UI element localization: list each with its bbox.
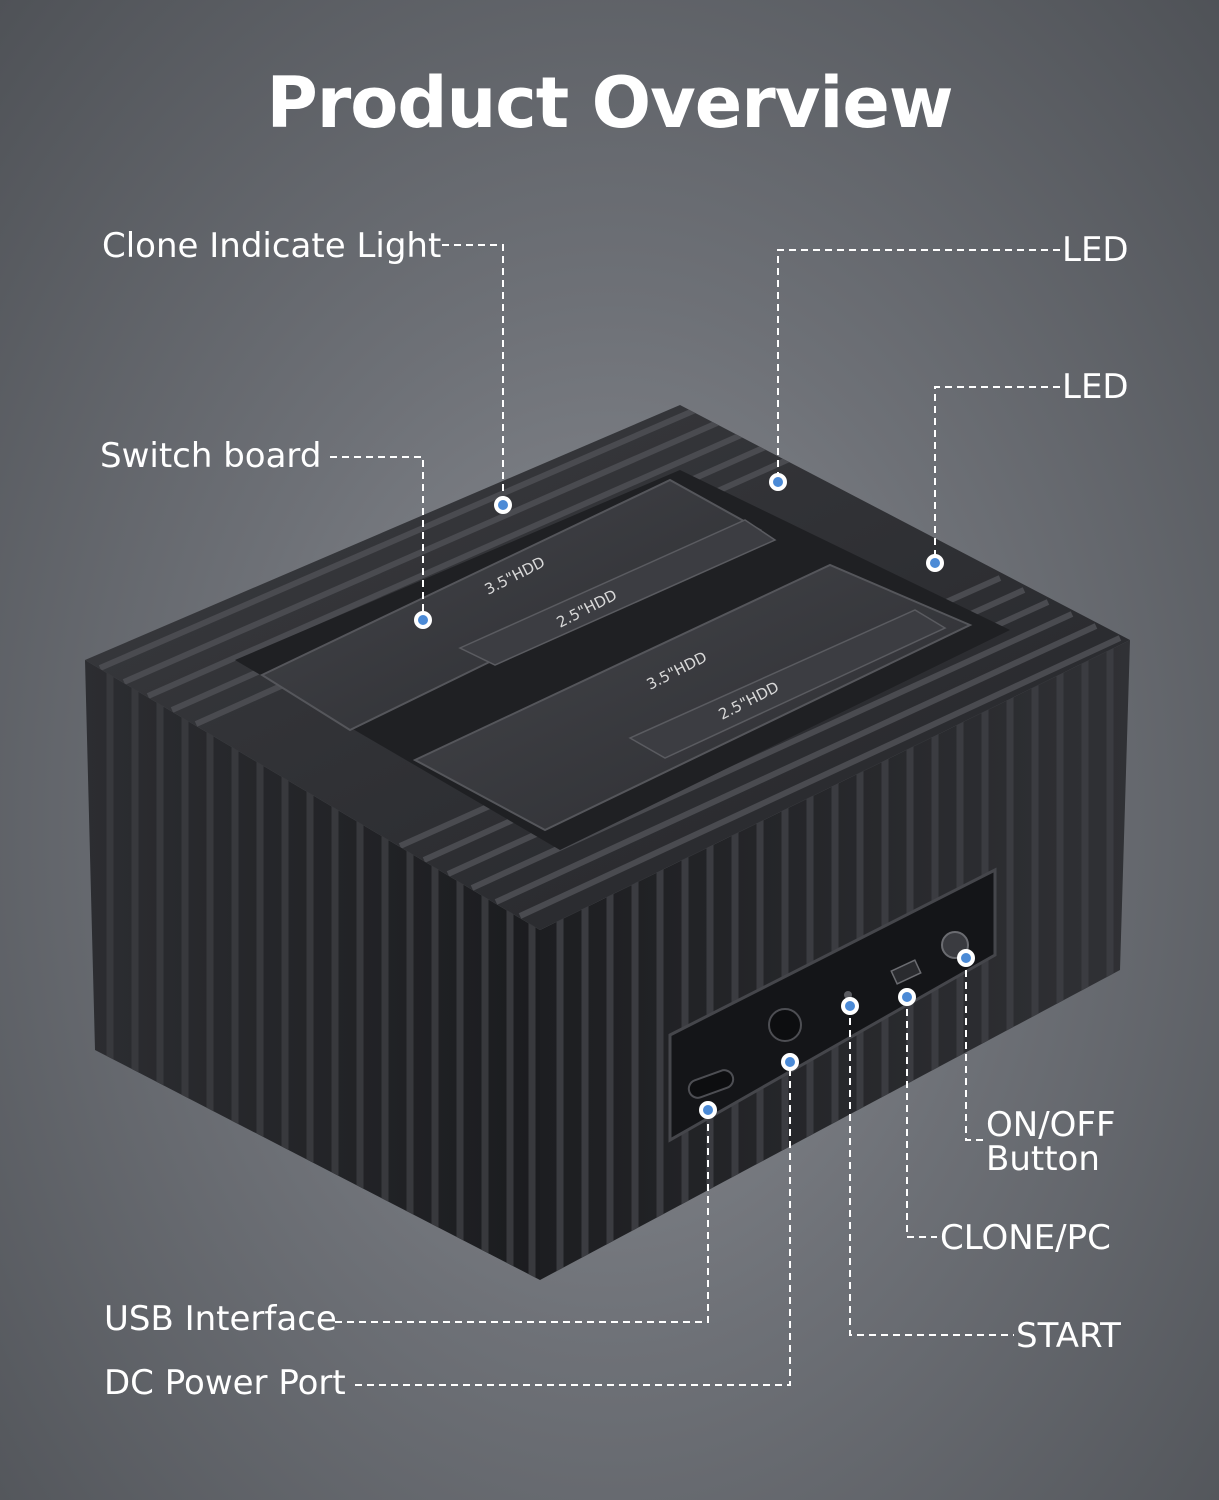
dot-on-off bbox=[957, 949, 975, 967]
label-start: START bbox=[1016, 1316, 1121, 1356]
port-panel bbox=[668, 867, 997, 1143]
callout-dots bbox=[414, 473, 975, 1119]
dot-led-top bbox=[769, 473, 787, 491]
dc-port bbox=[768, 1008, 802, 1042]
label-on-off-line1: ON/OFF bbox=[986, 1105, 1116, 1145]
dot-usb bbox=[699, 1101, 717, 1119]
leader-usb bbox=[335, 1110, 709, 1323]
label-dc-power-port: DC Power Port bbox=[104, 1363, 346, 1403]
leader-on-off bbox=[965, 958, 984, 1141]
usb-c-port bbox=[687, 1069, 735, 1099]
hdd-lid-2-sub bbox=[628, 609, 947, 759]
callout-lines bbox=[330, 244, 1060, 1386]
dot-switch-board bbox=[414, 611, 432, 629]
label-on-off-line2: Button bbox=[986, 1139, 1100, 1179]
leader-switch-board bbox=[330, 456, 424, 620]
leader-clone-light bbox=[442, 244, 504, 505]
dot-clone-pc bbox=[898, 988, 916, 1006]
dot-clone-light bbox=[494, 496, 512, 514]
hdd-lid-2 bbox=[412, 563, 973, 832]
hdd-lid-1-sub bbox=[458, 519, 777, 666]
label-switch-board: Switch board bbox=[100, 436, 322, 476]
page-title: Product Overview bbox=[266, 62, 953, 144]
label-clone-indicate-light: Clone Indicate Light bbox=[102, 226, 442, 266]
label-clone-pc: CLONE/PC bbox=[940, 1218, 1111, 1258]
dot-dc bbox=[781, 1053, 799, 1071]
leader-start bbox=[849, 1006, 1014, 1336]
dot-led-mid bbox=[926, 554, 944, 572]
dot-start bbox=[841, 997, 859, 1015]
leader-dc bbox=[355, 1062, 791, 1386]
label-usb-interface: USB Interface bbox=[104, 1299, 337, 1339]
clone-switch bbox=[890, 959, 922, 985]
leader-clone-pc bbox=[906, 997, 937, 1238]
leader-led-mid bbox=[934, 386, 1060, 563]
label-led-top: LED bbox=[1062, 230, 1129, 270]
label-led-mid: LED bbox=[1062, 367, 1129, 407]
leader-led-top bbox=[777, 249, 1060, 482]
